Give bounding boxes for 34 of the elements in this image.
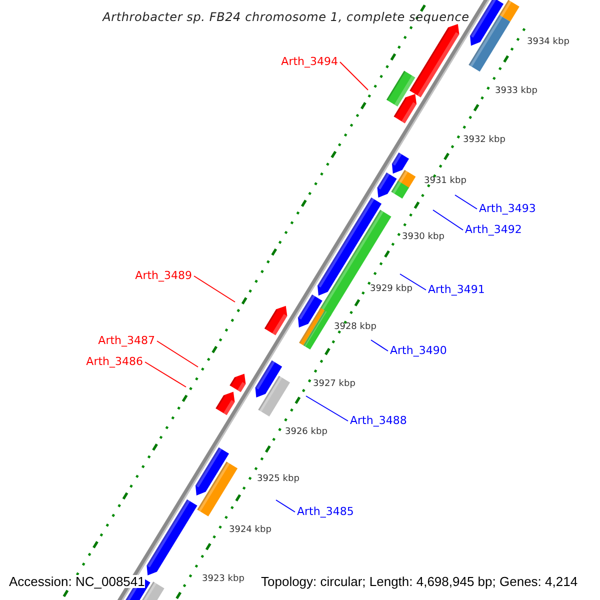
scale-label: 3931 kbp bbox=[424, 177, 466, 186]
leader-line bbox=[156, 340, 198, 368]
leader-line bbox=[432, 210, 464, 230]
leader-line bbox=[400, 274, 426, 290]
leader-line bbox=[194, 276, 236, 302]
scale-label: 3929 kbp bbox=[370, 285, 412, 294]
scale-label: 3934 kbp bbox=[527, 38, 570, 47]
gene-label: Arth_3487 bbox=[98, 334, 155, 346]
gene-label: Arth_3485 bbox=[297, 504, 354, 518]
scale-label: 3925 kbp bbox=[257, 475, 300, 484]
leader-line bbox=[306, 396, 348, 422]
gene-label: Arth_3493 bbox=[479, 202, 536, 214]
gene-label: Arth_3489 bbox=[135, 268, 192, 282]
gene-label: Arth_3490 bbox=[390, 344, 447, 356]
scale-label: 3924 kbp bbox=[229, 526, 272, 535]
scale-label: 3923 kbp bbox=[202, 574, 244, 584]
chart-title: Arthrobacter sp. FB24 chromosome 1, complete sequence bbox=[101, 11, 470, 23]
gene-label: Arth_3492 bbox=[465, 222, 522, 236]
leader-line bbox=[340, 62, 368, 90]
scale-label: 3926 kbp bbox=[285, 428, 328, 438]
gene-label: Arth_3494 bbox=[281, 54, 338, 68]
scale-label: 3932 kbp bbox=[463, 136, 506, 145]
scale-label: 3928 kbp bbox=[334, 322, 376, 332]
gene-label: Arth_3488 bbox=[350, 414, 407, 426]
scale-label: 3927 kbp bbox=[313, 380, 356, 389]
leader-line bbox=[276, 500, 296, 512]
scale-label: 3933 kbp bbox=[495, 86, 538, 96]
gene-label: Arth_3486 bbox=[86, 354, 143, 368]
leader-line bbox=[144, 362, 186, 388]
genome-info-text: Topology: circular; Length: 4,698,945 bp; Genes: 4,214 bbox=[261, 575, 578, 588]
leader-line bbox=[370, 340, 388, 352]
leader-line bbox=[454, 194, 478, 210]
gene-label: Arth_3491 bbox=[428, 282, 485, 296]
scale-label: 3930 kbp bbox=[402, 233, 444, 242]
